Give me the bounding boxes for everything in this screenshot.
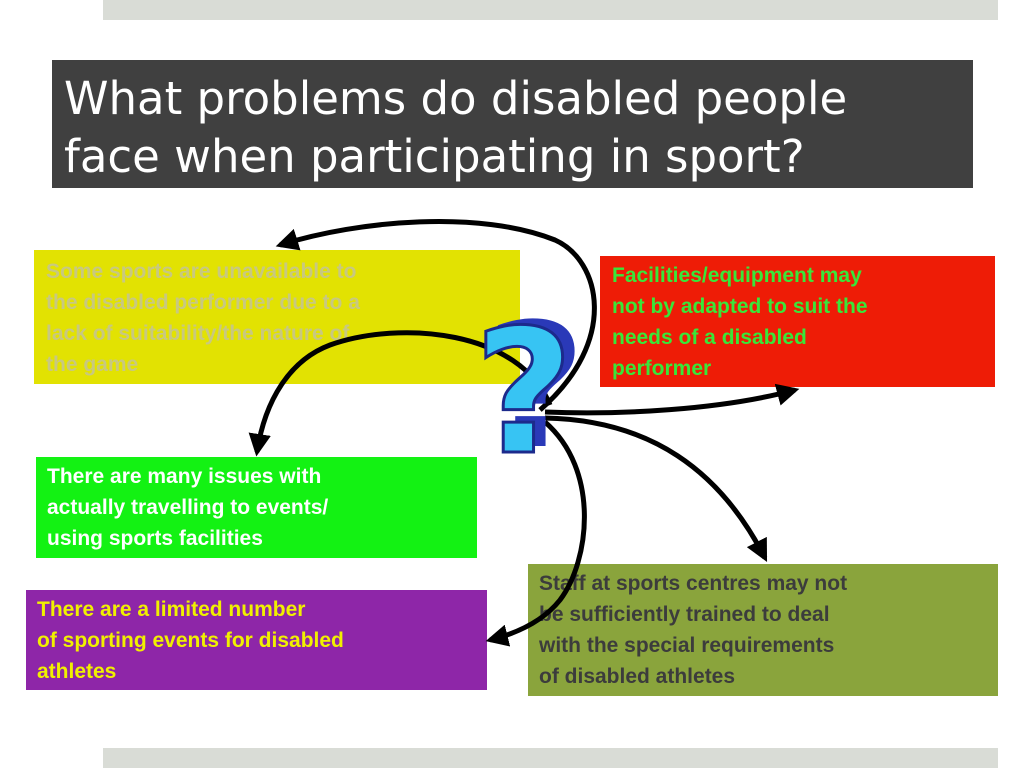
top-decor-band	[103, 0, 998, 20]
question-mark-front: ?	[473, 292, 576, 493]
box-text-line: There are a limited number	[37, 598, 306, 621]
box-text-line: lack of suitability/the nature of	[46, 322, 350, 345]
slide-title: What problems do disabled people face wh…	[52, 60, 973, 188]
box-text-line: with the special requirements	[539, 634, 835, 657]
problem-box-limited-events: There are a limited number of sporting e…	[26, 590, 487, 690]
box-text-line: athletes	[37, 660, 117, 683]
problem-box-travelling: There are many issues with actually trav…	[36, 457, 477, 558]
box-text-line: of disabled athletes	[539, 665, 736, 688]
box-text-line: performer	[612, 357, 712, 380]
box-text-line: actually travelling to events/	[47, 496, 329, 519]
title-line-1: What problems do disabled people	[64, 72, 848, 125]
box-text-line: be sufficiently trained to deal	[539, 603, 830, 626]
box-text-line: of sporting events for disabled	[37, 629, 344, 652]
box-text-line: needs of a disabled	[612, 326, 807, 349]
box-text-line: Staff at sports centres may not	[539, 572, 848, 595]
box-text-line: the disabled performer due to a	[46, 291, 360, 314]
box-text-line: using sports facilities	[47, 527, 263, 550]
title-line-2: face when participating in sport?	[64, 130, 805, 183]
box-text-line: Facilities/equipment may	[612, 264, 862, 287]
box-text-line: the game	[46, 353, 139, 376]
problem-box-unavailable-sports: Some sports are unavailable to the disab…	[34, 250, 520, 384]
question-mark-icon: ? ?	[473, 301, 586, 485]
problem-box-facilities: Facilities/equipment may not by adapted …	[600, 256, 995, 387]
question-mark-shadow: ?	[486, 286, 586, 487]
problem-box-staff-training: Staff at sports centres may not be suffi…	[528, 564, 998, 696]
box-text-line: not by adapted to suit the	[612, 295, 868, 318]
box-text-line: There are many issues with	[47, 465, 322, 488]
box-text-line: Some sports are unavailable to	[46, 260, 357, 283]
bottom-decor-band	[103, 748, 998, 768]
